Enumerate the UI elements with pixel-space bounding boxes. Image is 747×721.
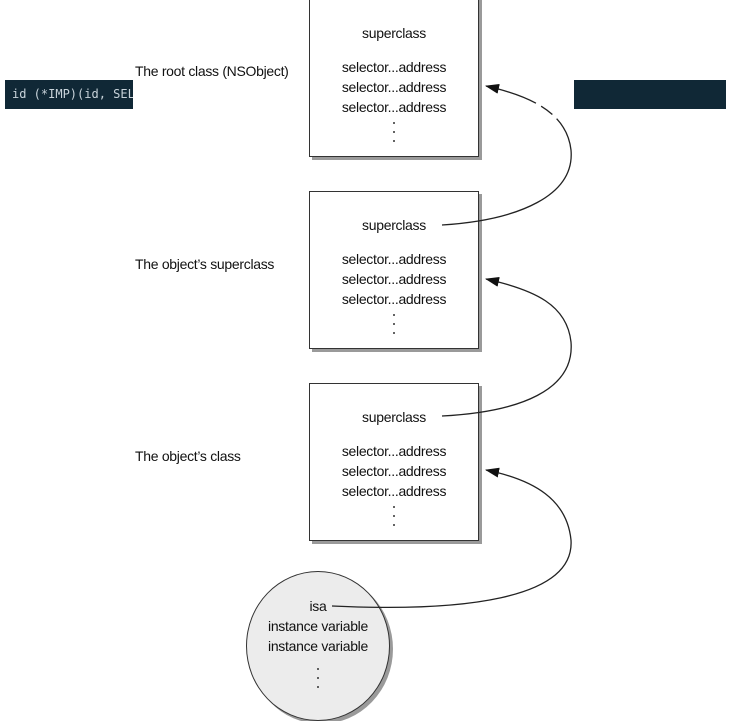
method-list: selector...address selector...address se…	[310, 441, 478, 501]
method-row: selector...address	[341, 463, 447, 479]
ellipsis-dots	[392, 122, 396, 142]
method-list: selector...address selector...address se…	[310, 57, 478, 117]
method-row: selector...address	[341, 251, 447, 267]
isa-field: isa	[309, 598, 327, 614]
method-list: selector...address selector...address se…	[310, 249, 478, 309]
instance-variable: instance variable	[268, 618, 368, 634]
method-row: selector...address	[341, 99, 447, 115]
root-class-label: The root class (NSObject)	[135, 63, 289, 79]
superclass-box: superclass selector...address selector..…	[309, 191, 479, 349]
ellipsis-dots	[392, 506, 396, 526]
ellipsis-dots	[316, 668, 320, 688]
ellipsis-dots	[392, 314, 396, 334]
method-row: selector...address	[341, 79, 447, 95]
code-snippet-left: id (*IMP)(id, SEL	[5, 80, 133, 109]
superclass-field: superclass	[362, 409, 426, 425]
object-class-box: superclass selector...address selector..…	[309, 383, 479, 541]
instance-variable: instance variable	[268, 638, 368, 654]
superclass-field: superclass	[362, 25, 426, 41]
superclass-field: superclass	[362, 217, 426, 233]
object-class-label: The object’s class	[135, 448, 241, 464]
method-row: selector...address	[341, 291, 447, 307]
superclass-label: The object’s superclass	[135, 256, 275, 272]
root-class-box: superclass selector...address selector..…	[309, 0, 479, 157]
method-row: selector...address	[341, 271, 447, 287]
method-row: selector...address	[341, 483, 447, 499]
code-snippet-right	[574, 80, 726, 109]
method-row: selector...address	[341, 443, 447, 459]
method-row: selector...address	[341, 59, 447, 75]
